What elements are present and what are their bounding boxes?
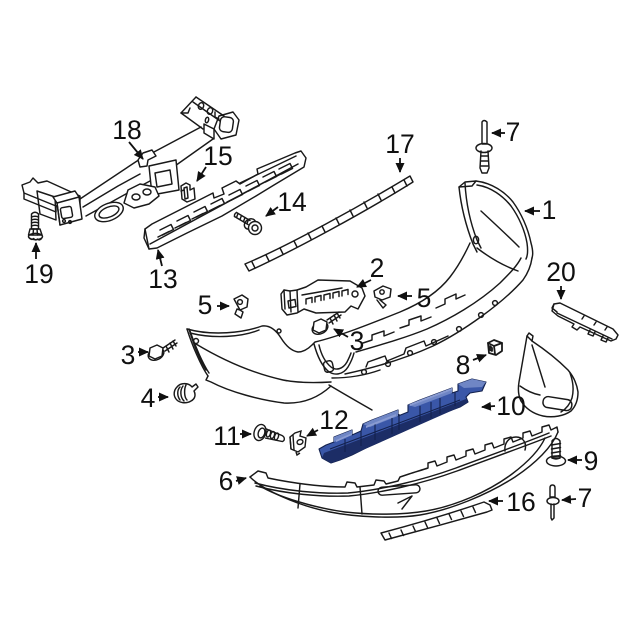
svg-text:17: 17 (385, 129, 414, 159)
svg-text:3: 3 (121, 340, 136, 370)
svg-text:1: 1 (542, 195, 557, 225)
svg-text:13: 13 (148, 264, 177, 294)
svg-text:2: 2 (370, 253, 385, 283)
svg-text:6: 6 (219, 466, 234, 496)
svg-text:4: 4 (141, 383, 156, 413)
svg-text:19: 19 (24, 259, 53, 289)
svg-text:7: 7 (506, 117, 521, 147)
svg-text:3: 3 (350, 326, 365, 356)
svg-text:18: 18 (112, 115, 141, 145)
svg-text:14: 14 (277, 187, 306, 217)
svg-text:10: 10 (496, 391, 525, 421)
svg-text:12: 12 (319, 405, 348, 435)
svg-text:20: 20 (546, 257, 575, 287)
svg-text:5: 5 (417, 283, 432, 313)
svg-text:5: 5 (198, 290, 213, 320)
svg-text:7: 7 (578, 483, 593, 513)
svg-text:16: 16 (506, 487, 535, 517)
svg-text:11: 11 (213, 421, 241, 451)
svg-text:9: 9 (584, 446, 599, 476)
svg-text:8: 8 (456, 350, 471, 380)
svg-text:15: 15 (203, 141, 232, 171)
